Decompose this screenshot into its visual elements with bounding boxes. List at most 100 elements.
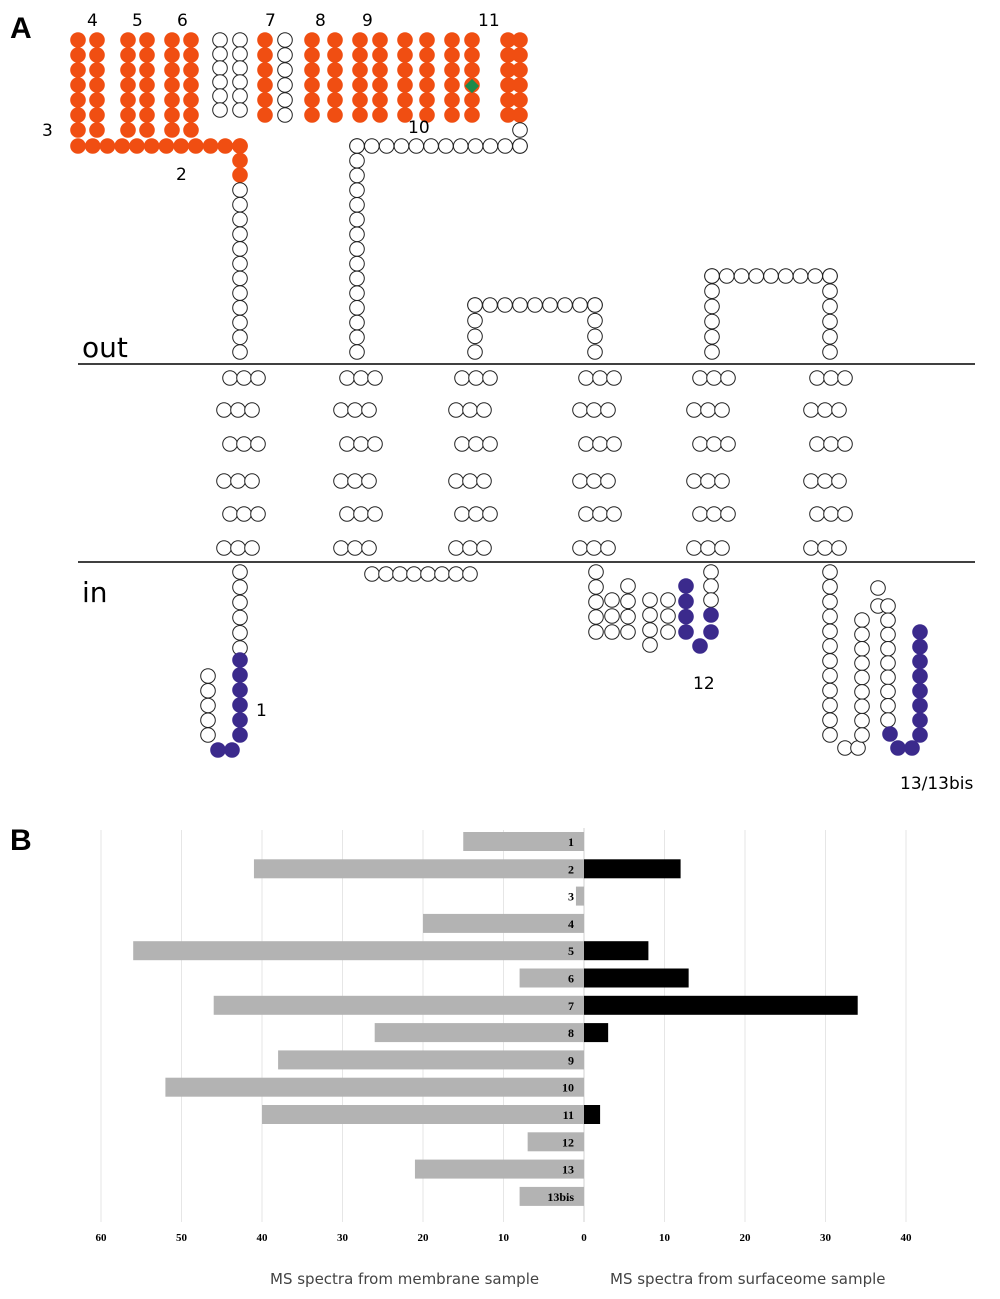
- residue-bead: [822, 283, 838, 300]
- residue-bead: [419, 32, 435, 48]
- residue-bead: [467, 297, 483, 313]
- residue-bead: [586, 540, 602, 556]
- residue-bead: [586, 473, 602, 489]
- residue-bead: [89, 107, 105, 123]
- residue-bead: [448, 540, 464, 556]
- residue-bead: [890, 740, 906, 756]
- residue-bead: [703, 564, 719, 580]
- residue-bead: [304, 77, 320, 93]
- residue-bead: [880, 640, 896, 657]
- residue-bead: [822, 579, 838, 595]
- residue-bead: [452, 138, 469, 154]
- residue-bead: [807, 268, 824, 284]
- residue-bead: [604, 592, 620, 608]
- residue-bead: [120, 122, 136, 138]
- residue-bead: [642, 637, 658, 653]
- residue-bead: [464, 107, 480, 123]
- residue-bead: [444, 32, 460, 48]
- residue-bead: [606, 370, 622, 386]
- residue-bead: [232, 697, 248, 713]
- residue-bead: [850, 740, 866, 756]
- residue-bead: [210, 742, 226, 758]
- residue-bead: [277, 32, 293, 48]
- residue-bead: [854, 698, 870, 715]
- residue-bead: [704, 344, 720, 360]
- residue-bead: [89, 92, 105, 108]
- residue-bead: [372, 107, 388, 123]
- residue-bead: [200, 727, 216, 743]
- residue-bead: [364, 138, 380, 154]
- residue-bead: [250, 506, 266, 522]
- residue-bead: [232, 594, 248, 611]
- peptide-label-6: 6: [177, 11, 188, 31]
- residue-bead: [212, 46, 228, 62]
- residue-bead: [512, 62, 528, 78]
- residue-bead: [587, 312, 603, 329]
- residue-bead: [822, 329, 838, 345]
- residue-bead: [70, 138, 86, 154]
- residue-bead: [183, 107, 199, 123]
- residue-bead: [70, 122, 86, 138]
- residue-bead: [803, 540, 819, 556]
- peptide-label-5: 5: [132, 11, 143, 31]
- residue-bead: [467, 344, 483, 360]
- residue-bead: [777, 268, 794, 284]
- residue-bead: [854, 612, 870, 628]
- x-tick-label: 60: [96, 1232, 108, 1244]
- residue-bead: [468, 370, 484, 386]
- peptide-label-11: 11: [478, 11, 500, 31]
- residue-bead: [822, 313, 838, 330]
- residue-bead: [327, 32, 343, 48]
- residue-bead: [587, 297, 603, 313]
- residue-bead: [212, 88, 228, 104]
- residue-bead: [467, 328, 483, 345]
- residue-bead: [703, 578, 719, 594]
- peptide-label-12: 12: [693, 674, 715, 694]
- residue-bead: [120, 107, 136, 123]
- residue-bead: [397, 32, 413, 48]
- residue-bead: [352, 92, 368, 108]
- residue-bead: [823, 506, 839, 522]
- residue-bead: [423, 138, 439, 154]
- residue-bead: [497, 138, 513, 154]
- residue-bead: [880, 697, 896, 714]
- residue-bead: [232, 60, 248, 76]
- residue-beads: [70, 32, 928, 758]
- residue-bead: [512, 122, 528, 138]
- residue-bead: [912, 683, 928, 699]
- residue-bead: [222, 436, 238, 452]
- residue-bead: [349, 197, 365, 213]
- residue-bead: [714, 473, 730, 489]
- residue-bead: [831, 473, 847, 489]
- residue-bead: [349, 182, 365, 198]
- x-tick-label: 50: [176, 1232, 188, 1244]
- residue-bead: [704, 313, 720, 330]
- bar-membrane: [519, 1186, 584, 1206]
- residue-bead: [257, 92, 273, 108]
- residue-bead: [352, 77, 368, 93]
- panel-a-letter: A: [10, 12, 32, 45]
- residue-bead: [588, 609, 604, 625]
- residue-bead: [70, 107, 86, 123]
- residue-bead: [250, 436, 266, 452]
- residue-bead: [912, 668, 928, 684]
- residue-bead: [692, 506, 708, 522]
- residue-bead: [588, 594, 604, 610]
- residue-bead: [232, 564, 248, 580]
- residue-bead: [333, 473, 349, 489]
- residue-bead: [464, 62, 480, 78]
- residue-bead: [686, 402, 702, 418]
- residue-bead: [600, 540, 616, 556]
- residue-bead: [444, 92, 460, 108]
- residue-bead: [89, 47, 105, 63]
- residue-bead: [397, 107, 413, 123]
- residue-bead: [600, 473, 616, 489]
- residue-bead: [257, 62, 273, 78]
- residue-bead: [419, 77, 435, 93]
- residue-bead: [660, 592, 676, 608]
- residue-bead: [823, 370, 839, 386]
- residue-bead: [183, 62, 199, 78]
- residue-bead: [880, 712, 896, 728]
- residue-bead: [686, 540, 702, 556]
